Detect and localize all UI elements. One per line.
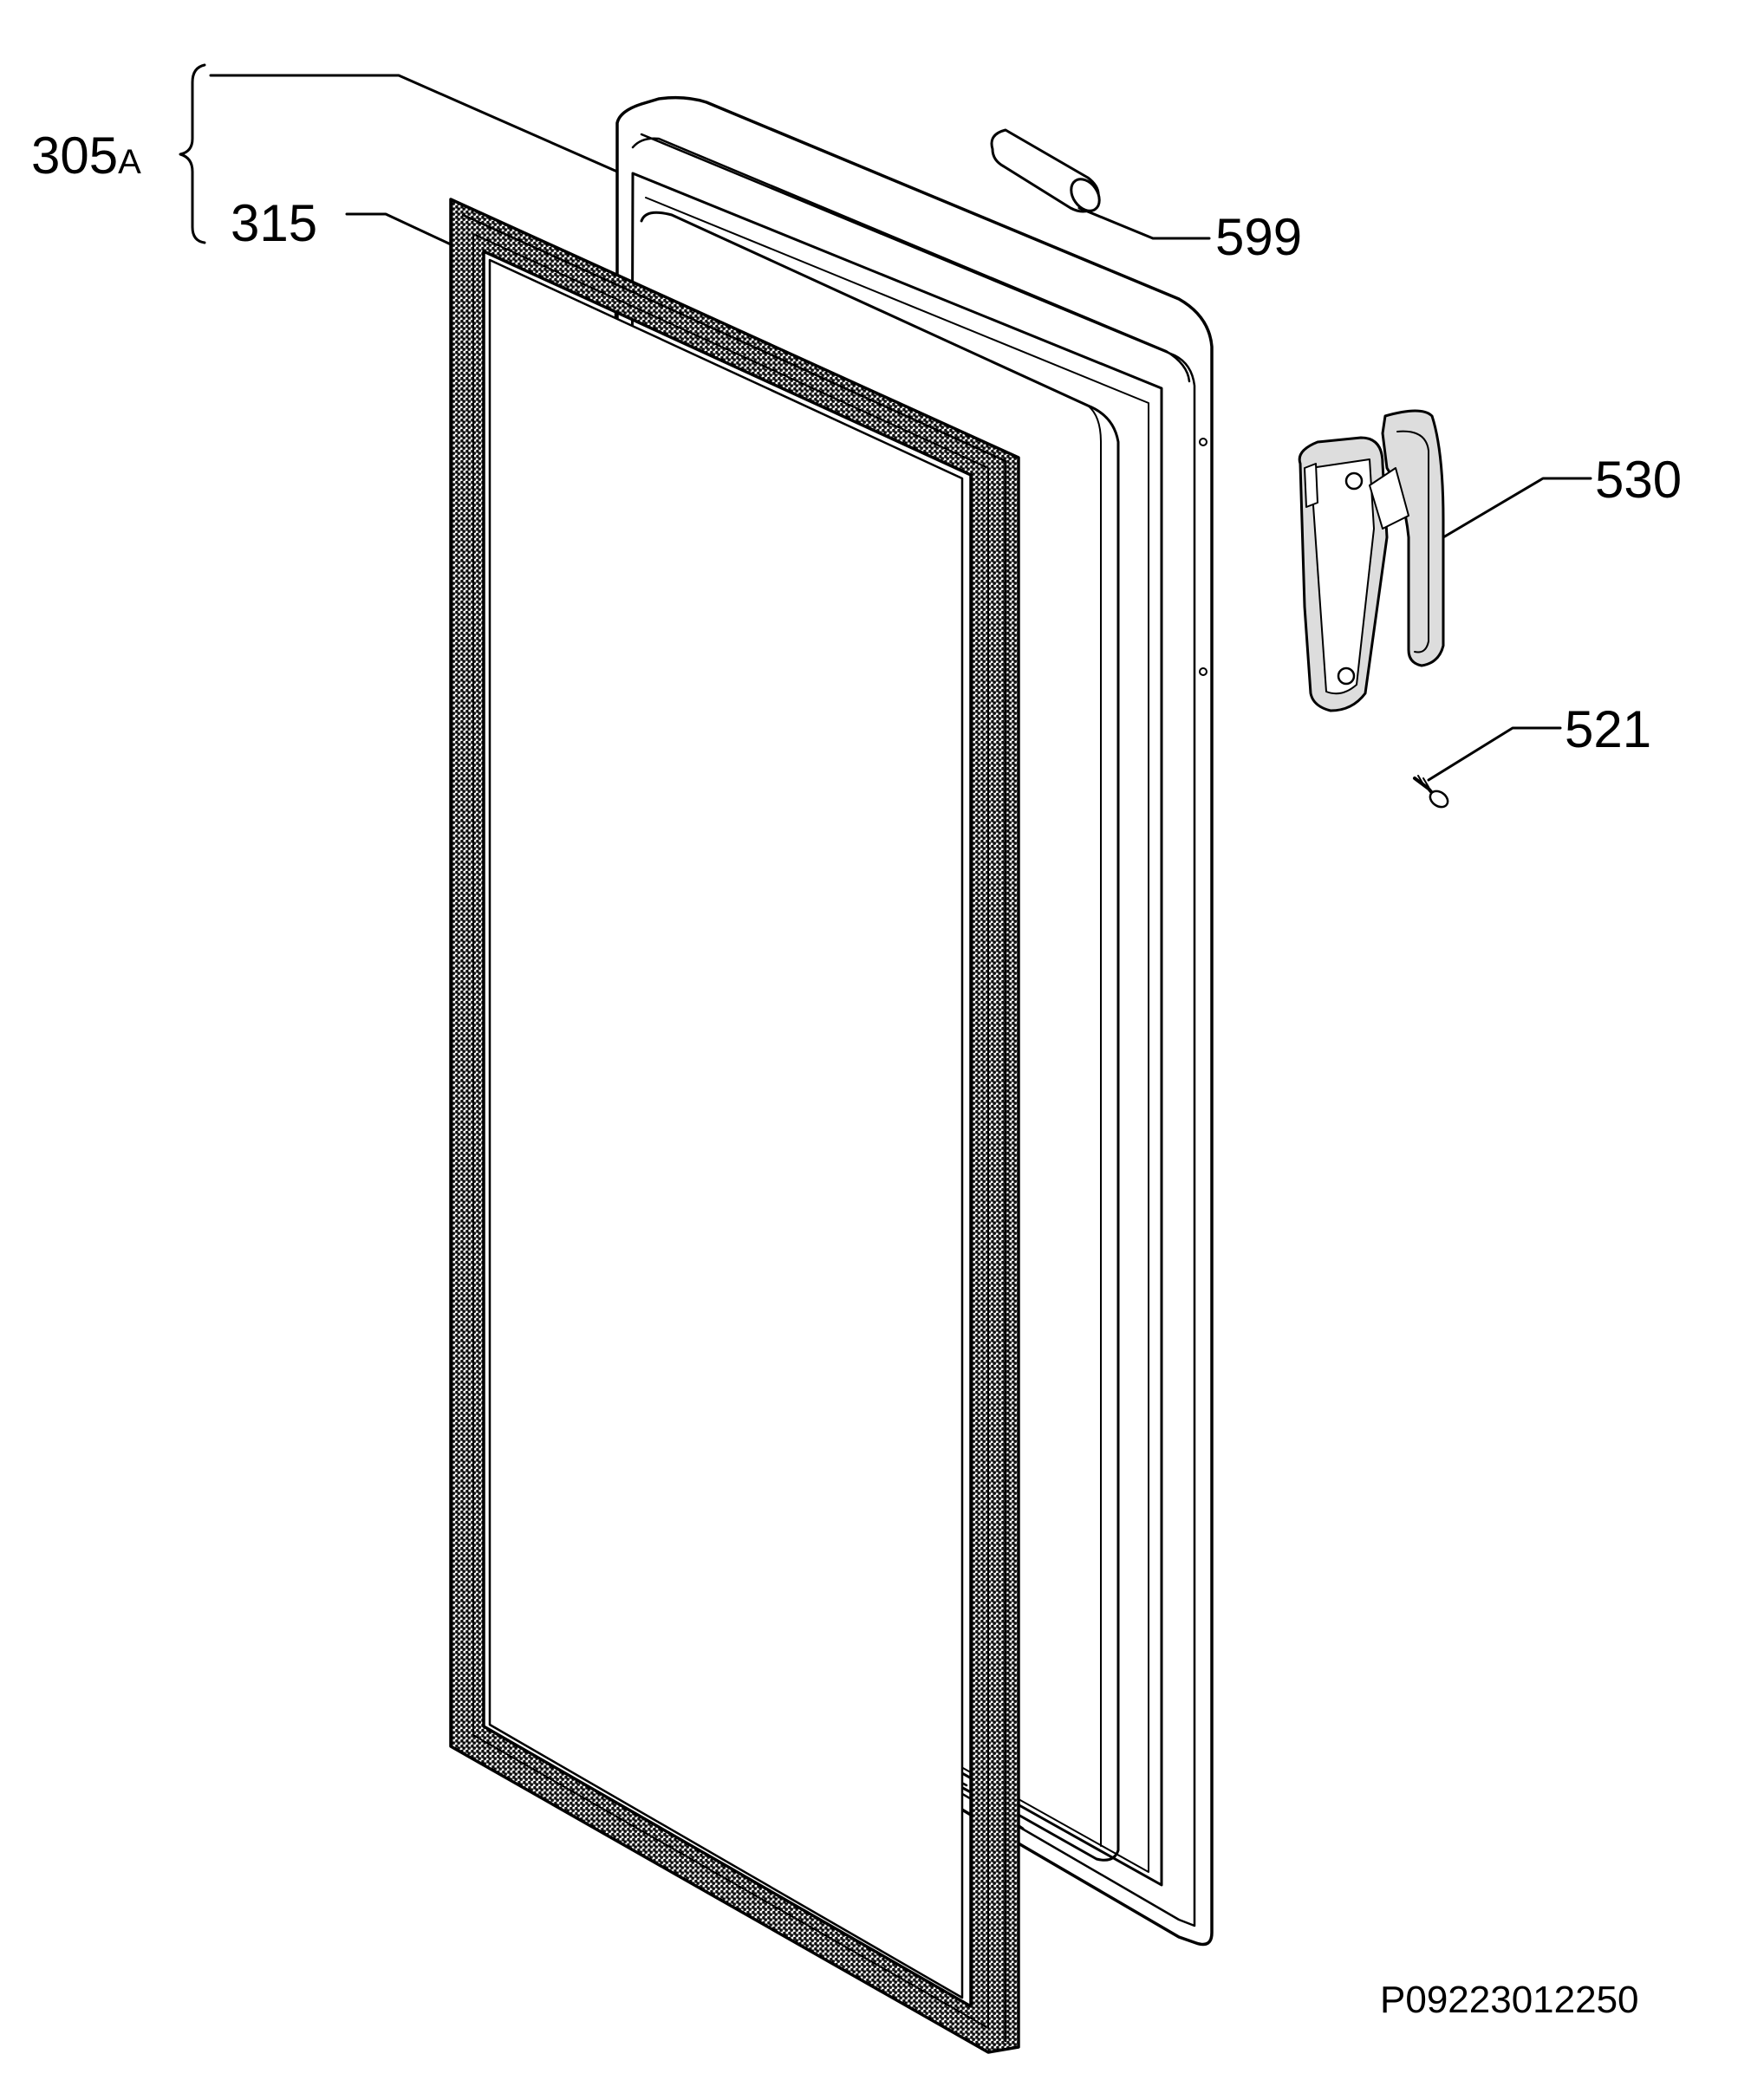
door-gasket: [449, 198, 1020, 2054]
bracket-305a: [179, 63, 206, 244]
handle-grip-face: [1396, 430, 1429, 653]
screw-thread: [1417, 775, 1429, 788]
door-hole-lower: [1199, 667, 1207, 676]
handle-screw-bottom: [1337, 666, 1356, 686]
gasket-inner-line-1: [461, 213, 1007, 2043]
drawing-code: P09223012250: [1380, 1979, 1639, 2021]
hinge-cap: [990, 128, 1101, 213]
door-top-lip: [631, 137, 1191, 383]
label-part-599: 599: [1215, 208, 1303, 266]
door-front-face: [640, 133, 1196, 1927]
door-handle: [1298, 409, 1445, 712]
handle-grip: [1381, 409, 1445, 667]
handle-base-plate-face: [1310, 458, 1375, 695]
handle-clip: [1304, 463, 1318, 508]
gasket-inner-line-3: [488, 258, 964, 1999]
label-part-305-number: 305: [31, 127, 119, 185]
leader-599: [1077, 206, 1211, 240]
label-part-530: 530: [1595, 451, 1683, 509]
screw-head: [1429, 790, 1449, 809]
screw: [1413, 775, 1449, 809]
door-inner-recess-edge: [1087, 405, 1102, 1847]
leader-521: [1427, 726, 1562, 782]
handle-screw-top: [1344, 471, 1364, 491]
door-inner-recess: [640, 211, 1120, 1862]
gasket-ring: [449, 198, 1020, 2054]
label-part-521: 521: [1565, 700, 1652, 758]
leader-lines: [179, 63, 1592, 782]
handle-pivot: [1369, 467, 1409, 530]
gasket-inner-line-2: [472, 233, 989, 2029]
door-hole-upper: [1199, 438, 1207, 446]
leader-530: [1442, 477, 1592, 539]
label-part-315: 315: [231, 194, 318, 252]
hinge-cap-end: [1070, 178, 1101, 212]
leader-305a: [209, 74, 619, 173]
label-part-305a: 305A: [31, 130, 141, 182]
leader-315: [345, 212, 452, 246]
label-part-305-suffix: A: [118, 143, 141, 181]
